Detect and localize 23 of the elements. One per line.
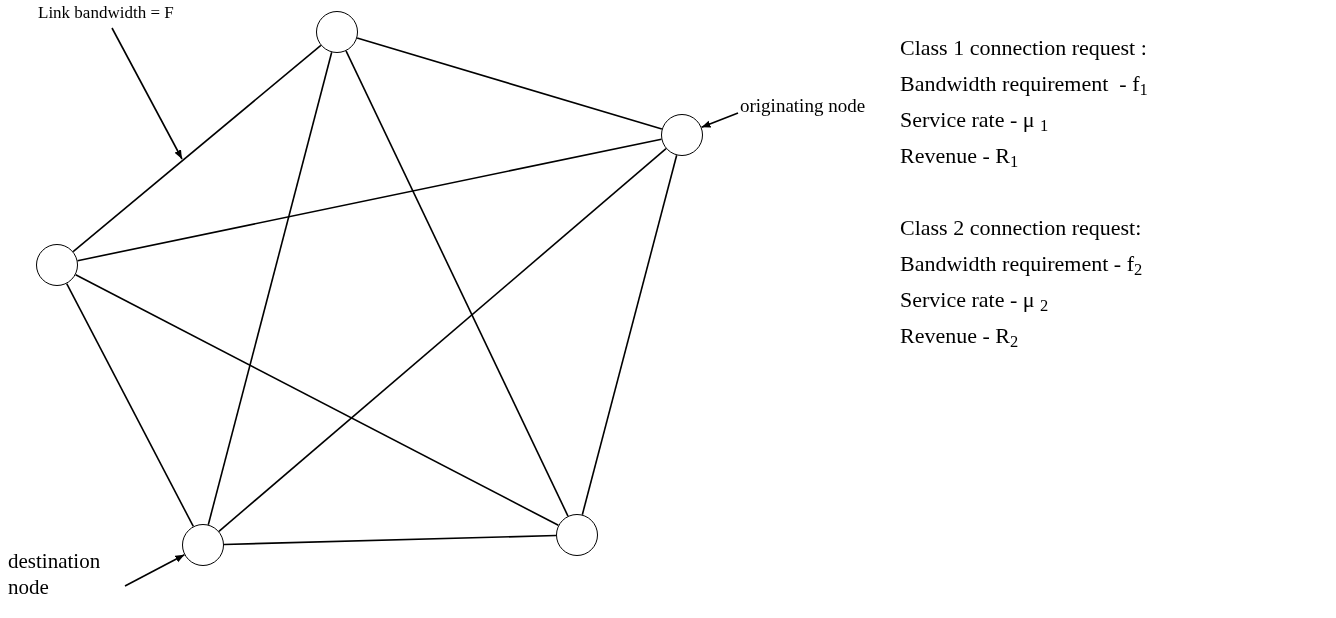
request-parameter-text: Service rate - μ $_{1}$	[900, 106, 1050, 138]
request-parameter-text: Bandwidth requirement - f$_{2}$	[900, 250, 1144, 282]
link-line	[345, 50, 569, 517]
link-line	[76, 138, 663, 262]
request-parameter-text: Class 2 connection request:	[900, 214, 1143, 242]
request-parameter-text: Revenue - R$_{2}$	[900, 322, 1020, 354]
request-parameter-text: Revenue - R$_{1}$	[900, 142, 1020, 174]
node-label: originating node	[740, 94, 866, 118]
request-parameter-text: Class 1 connection request :	[900, 34, 1148, 62]
link-line	[74, 273, 560, 527]
link-line	[581, 154, 678, 516]
link-line	[207, 51, 333, 526]
link-line	[356, 37, 663, 130]
link-line	[218, 147, 667, 533]
leader-line	[111, 27, 183, 160]
request-parameter-text: Service rate - μ $_{2}$	[900, 286, 1050, 318]
link-line	[65, 282, 195, 528]
link-line	[72, 44, 322, 253]
request-parameter-text: Bandwidth requirement - f$_{1}$	[900, 70, 1148, 102]
node-label: destination node	[8, 548, 133, 601]
node-label: Link bandwidth = F	[38, 2, 174, 24]
leader-line	[124, 553, 186, 587]
link-line	[223, 534, 557, 546]
